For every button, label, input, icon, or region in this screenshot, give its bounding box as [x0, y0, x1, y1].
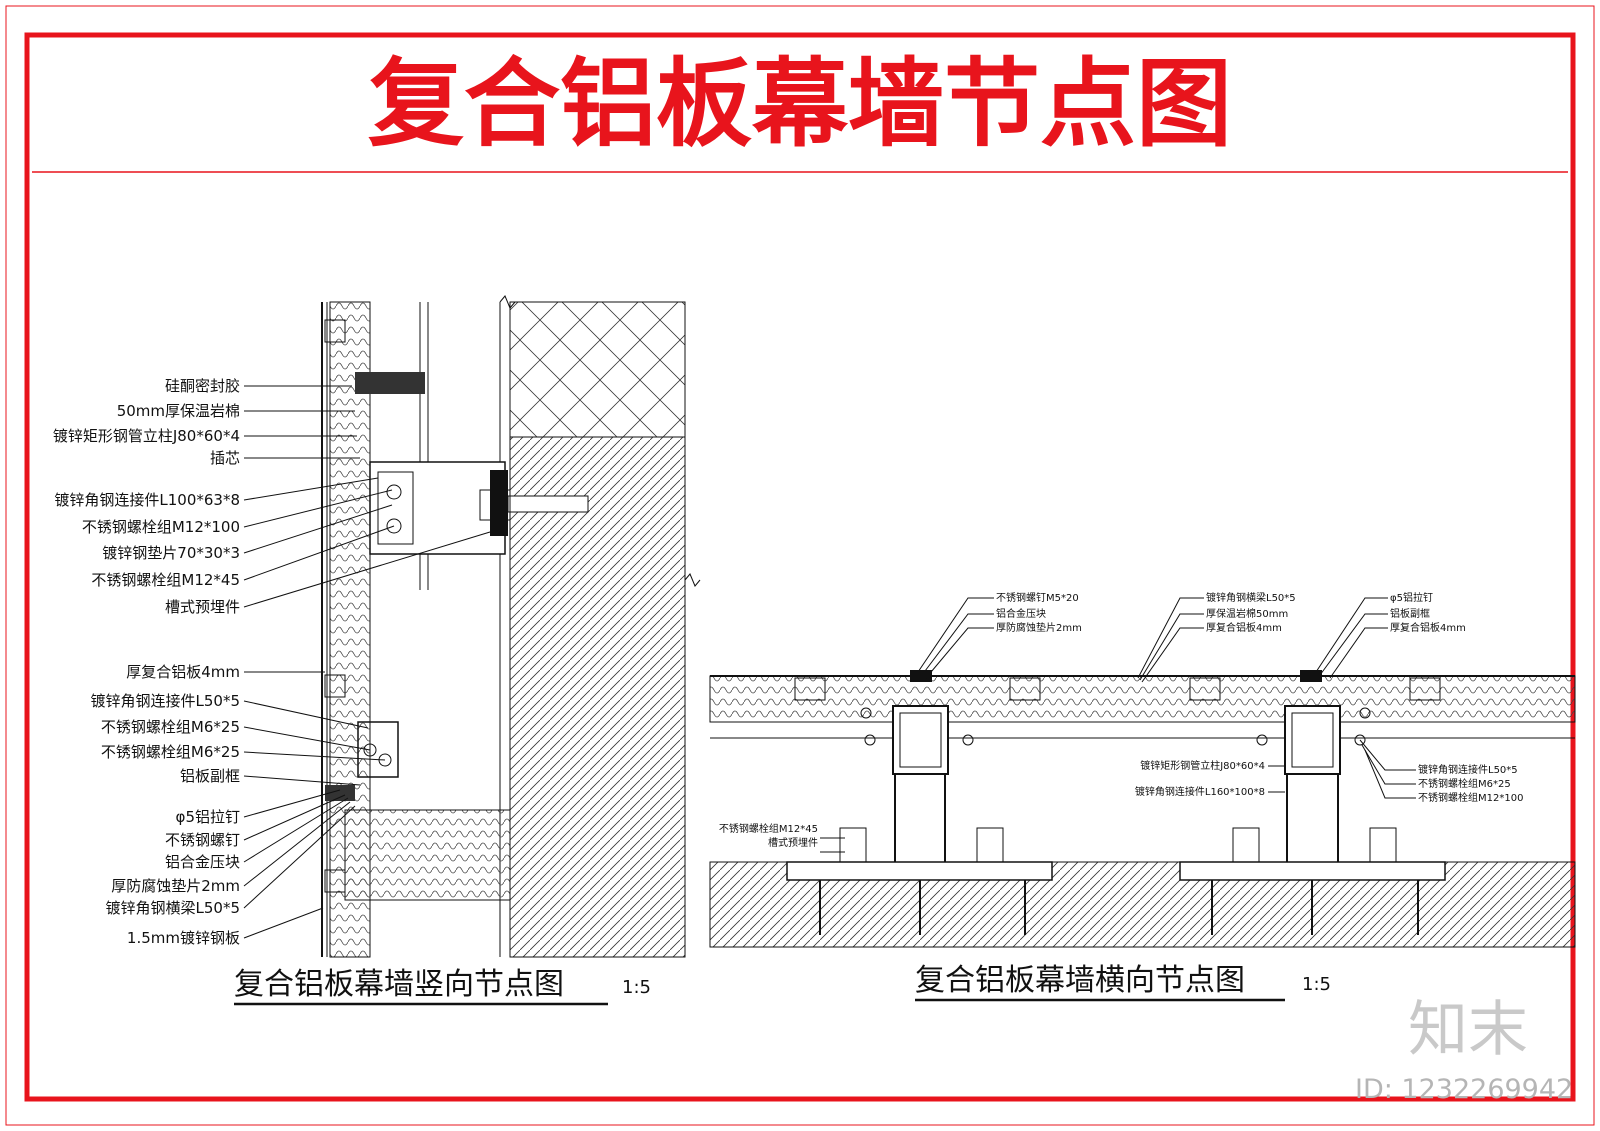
hlabel-composite-panel-a: 厚复合铝板4mm: [1206, 621, 1282, 634]
vlabel-rock-wool: 50mm厚保温岩棉: [117, 402, 240, 420]
outer-frame: [24, 32, 1576, 1102]
hlabel-angle-beam: 镀锌角钢横梁L50*5: [1206, 591, 1296, 604]
vlabel-silicone-sealant: 硅酮密封胶: [165, 377, 240, 395]
hlabel-steel-column: 镀锌矩形钢管立柱J80*60*4: [1140, 759, 1265, 772]
vlabel-bolt-m12-45: 不锈钢螺栓组M12*45: [91, 571, 240, 589]
hlabel-rock-wool: 厚保温岩棉50mm: [1206, 607, 1288, 620]
vlabel-screw: 不锈钢螺钉: [165, 831, 240, 849]
watermark-id: ID: 1232269942: [1355, 1074, 1573, 1105]
vertical-subtitle: 复合铝板幕墙竖向节点图: [234, 967, 564, 1002]
hlabel-angle-connector-l160: 镀锌角钢连接件L160*100*8: [1135, 785, 1265, 798]
vlabel-rivet: φ5铝拉钉: [176, 808, 240, 826]
hlabel-panel-subframe: 铝板副框: [1390, 607, 1430, 620]
hlabel-bolt-m12-100: 不锈钢螺栓组M12*100: [1418, 791, 1523, 804]
horizontal-labels: 不锈钢螺钉M5*20 铝合金压块 厚防腐蚀垫片2mm 镀锌角钢横梁L50*5 厚…: [719, 591, 1524, 849]
vlabel-channel-embed: 槽式预埋件: [165, 598, 240, 616]
vlabel-angle-connector-l100: 镀锌角钢连接件L100*63*8: [54, 491, 240, 509]
hlabel-bolt-m12-45: 不锈钢螺栓组M12*45: [719, 822, 818, 835]
horizontal-leaders: [820, 597, 1416, 853]
vertical-labels: 硅酮密封胶 50mm厚保温岩棉 镀锌矩形钢管立柱J80*60*4 插芯 镀锌角钢…: [53, 377, 240, 947]
vlabel-bolt-m6-b: 不锈钢螺栓组M6*25: [101, 743, 240, 761]
vlabel-steel-plate: 1.5mm镀锌钢板: [127, 929, 240, 947]
horizontal-scale: 1:5: [1302, 974, 1331, 995]
hlabel-composite-panel-b: 厚复合铝板4mm: [1390, 621, 1466, 634]
watermark-brand: 知末: [1408, 995, 1528, 1065]
vlabel-panel-subframe: 铝板副框: [180, 767, 240, 785]
hlabel-anticorrosion-pad: 厚防腐蚀垫片2mm: [996, 621, 1082, 634]
vlabel-pressure-block: 铝合金压块: [165, 853, 240, 871]
vlabel-composite-panel: 厚复合铝板4mm: [126, 663, 240, 681]
hlabel-rivet: φ5铝拉钉: [1390, 591, 1433, 604]
horizontal-subtitle: 复合铝板幕墙横向节点图: [915, 963, 1245, 998]
vlabel-angle-beam: 镀锌角钢横梁L50*5: [106, 899, 241, 917]
vlabel-angle-connector-l50: 镀锌角钢连接件L50*5: [91, 692, 241, 710]
page-title: 复合铝板幕墙节点图: [368, 48, 1232, 160]
vertical-detail-drawing: [321, 295, 701, 958]
vlabel-bolt-m12-100: 不锈钢螺栓组M12*100: [82, 518, 240, 536]
vlabel-anticorrosion-pad: 厚防腐蚀垫片2mm: [111, 877, 240, 895]
hlabel-screw-m5: 不锈钢螺钉M5*20: [996, 591, 1079, 604]
vlabel-bolt-m6-a: 不锈钢螺栓组M6*25: [101, 718, 240, 736]
horizontal-detail-drawing: [709, 670, 1576, 948]
vlabel-steel-washer: 镀锌钢垫片70*30*3: [102, 544, 240, 562]
vlabel-steel-column: 镀锌矩形钢管立柱J80*60*4: [53, 427, 240, 445]
hlabel-bolt-m6: 不锈钢螺栓组M6*25: [1418, 777, 1511, 790]
hlabel-channel-embed: 槽式预埋件: [768, 836, 818, 849]
vertical-leaders: [243, 385, 491, 939]
hlabel-pressure-block: 铝合金压块: [996, 607, 1046, 620]
hlabel-angle-connector-l50: 镀锌角钢连接件L50*5: [1418, 763, 1518, 776]
vlabel-insert-core: 插芯: [210, 449, 240, 467]
vertical-scale: 1:5: [622, 977, 651, 998]
